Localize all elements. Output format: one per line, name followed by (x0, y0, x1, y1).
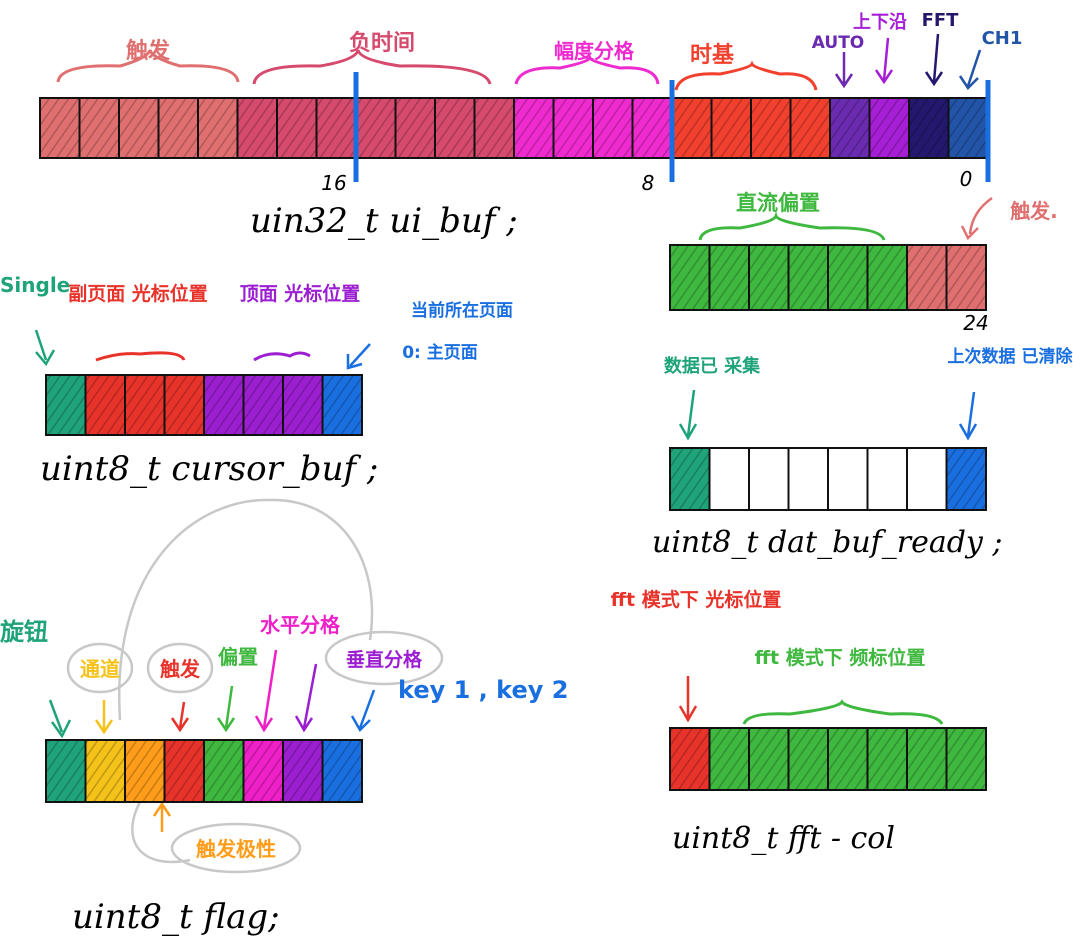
label-updown: 上下沿 (853, 12, 907, 33)
label-hdiv: 水平分格 (260, 613, 341, 637)
dat-buf-ready-declaration: uint8_t dat_buf_ready ; (652, 525, 1003, 560)
label-neg-time: 负时间 (349, 31, 415, 56)
label-time-base: 时基 (690, 43, 735, 68)
label-top-page: 顶面 光标位置 (240, 282, 361, 305)
arrow-current-page (346, 343, 371, 370)
label-current-page: 当前所在页面 (411, 300, 513, 321)
label-ch1: CH1 (982, 28, 1023, 49)
bubble-polarity (170, 822, 302, 874)
label-vdiv: 垂直分格 (346, 648, 423, 671)
label-channel: 通道 (80, 657, 120, 681)
arrows-ui-buf (834, 33, 982, 90)
link-curve (117, 498, 374, 721)
label-knob: 旋钮 (0, 618, 48, 646)
label-flag-trigger: 触发 (160, 657, 201, 681)
label-amp-div: 幅度分格 (554, 39, 635, 63)
ui-buf-declaration: uin32_t ui_buf ; (250, 201, 518, 241)
arrow-dc-trigger (960, 196, 993, 241)
brace-trigger (56, 49, 240, 83)
dc-bias-cells (669, 244, 987, 311)
arrows-flag (48, 649, 376, 832)
arrow-updown (874, 37, 894, 85)
arrow-vdiv (350, 689, 376, 733)
bit-label-8: 8 (642, 171, 655, 195)
brace-top-page (253, 351, 311, 362)
arrow-fft (924, 33, 944, 87)
fft-col-declaration: uint8_t fft - col (672, 821, 895, 856)
label-auto: AUTO (812, 33, 865, 53)
arrow-collected (678, 389, 698, 441)
arrow-channel (94, 700, 114, 735)
flag-register: 旋钮 通道 触发 偏置 水平分格 垂直分格 key 1 , key 2 触发极性 (0, 498, 568, 937)
bubble-trigger (146, 642, 214, 694)
label-polarity: 触发极性 (196, 837, 276, 861)
brace-amp-div (514, 54, 660, 85)
bubble-channel (66, 642, 134, 694)
arrow-auto (834, 52, 854, 89)
label-main-page: 0: 主页面 (402, 342, 478, 363)
arrow-knob (48, 699, 72, 739)
cursor-buf-cells (45, 374, 363, 436)
brace-sub-page (95, 351, 186, 362)
label-trigger: 触发 (126, 38, 171, 64)
ui-buf-cells (39, 72, 991, 182)
brace-dc-bias (698, 211, 886, 241)
dat-buf-ready-register: 数据已 采集 上次数据 已清除 uint8_t dat_buf_ready ; (652, 346, 1073, 560)
arrow-bias (216, 685, 236, 733)
ui-buf-register: 触发 负时间 幅度分格 时基 AUTO 上下沿 FFT CH1 (39, 10, 1023, 241)
label-fft-cursor-pos: fft 模式下 光标位置 (611, 588, 782, 611)
arrow-cleared (958, 391, 978, 441)
arrow-single (34, 329, 56, 367)
bit-separators (353, 72, 991, 182)
bubble-vdiv (324, 630, 444, 686)
flag-declaration: uint8_t flag; (72, 897, 280, 937)
fft-col-cells (669, 727, 987, 791)
label-sub-page: 副页面 光标位置 (68, 282, 208, 305)
arrow-ch1 (958, 49, 982, 90)
bit-label-24: 24 (963, 311, 988, 335)
dc-bias-register: 直流偏置 触发. 24 (669, 191, 1058, 335)
label-collected: 数据已 采集 (664, 355, 761, 377)
fft-col-register: fft 模式下 光标位置 fft 模式下 频标位置 uint8_t fft - … (611, 588, 987, 856)
dat-buf-ready-cells (669, 447, 987, 511)
arrow-fft-cursor (678, 676, 698, 723)
label-dc-bias: 直流偏置 (736, 191, 820, 215)
bit-label-0: 0 (960, 167, 973, 191)
bit-label-16: 16 (321, 171, 346, 195)
brace-neg-time (252, 49, 492, 85)
cursor-buf-declaration: uint8_t cursor_buf ; (40, 449, 378, 489)
label-bias: 偏置 (218, 645, 258, 669)
arrow-flag-trigger (170, 701, 190, 733)
label-fft-freq-pos: fft 模式下 频标位置 (755, 646, 926, 669)
label-fft: FFT (922, 10, 960, 31)
arrow-hdiv (254, 649, 278, 733)
label-keys: key 1 , key 2 (398, 676, 568, 704)
brace-fft-freq (742, 699, 944, 725)
arrow-hdiv-2 (294, 663, 318, 733)
label-dc-trigger: 触发. (1010, 199, 1058, 223)
flag-cells (45, 739, 363, 803)
arrow-polarity (152, 801, 172, 832)
link-curve-lower (131, 801, 191, 864)
brace-time-base (674, 60, 818, 91)
cursor-buf-register: Single 副页面 光标位置 顶面 光标位置 当前所在页面 0: 主页面 (0, 273, 513, 489)
label-single: Single (0, 273, 70, 297)
label-cleared: 上次数据 已清除 (948, 346, 1073, 367)
